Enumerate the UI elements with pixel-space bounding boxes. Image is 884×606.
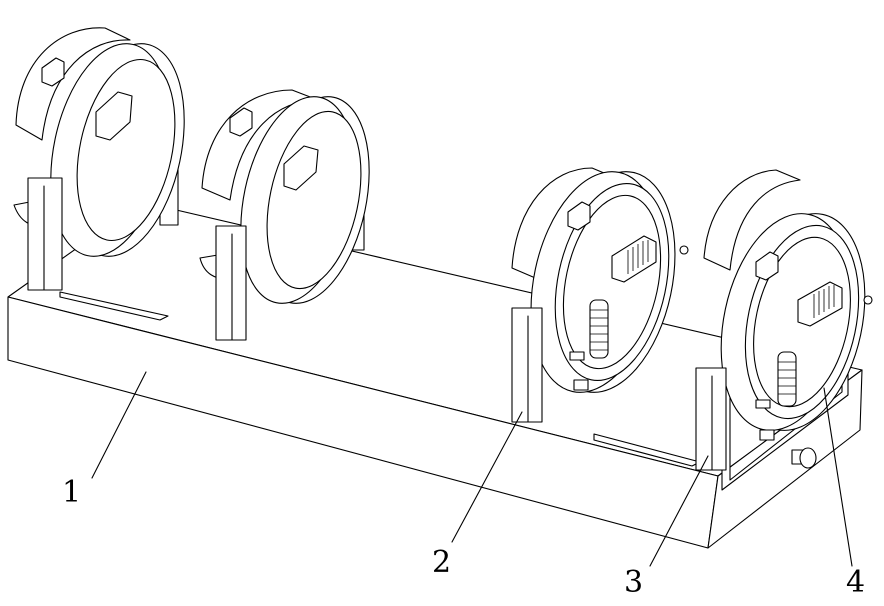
clamp1-ring-inner bbox=[76, 58, 176, 242]
clamp4-brush-block bbox=[797, 281, 843, 327]
clamp-unit-4 bbox=[695, 169, 873, 491]
clamp-unit-2 bbox=[199, 89, 370, 341]
clamp1-front-post bbox=[27, 177, 63, 291]
clamp-unit-3 bbox=[511, 167, 689, 423]
base-slot-left bbox=[59, 291, 169, 321]
clamp4-side-pin bbox=[863, 295, 873, 305]
leader-line-3 bbox=[649, 455, 709, 567]
clamp3-lower-clip bbox=[573, 379, 589, 391]
leader-lines bbox=[91, 371, 853, 567]
clamp3-latch bbox=[569, 351, 585, 361]
clamp4-spring bbox=[777, 351, 797, 407]
clamp2-ring-inner bbox=[266, 110, 362, 290]
clamp3-side-pin bbox=[679, 245, 689, 255]
leader-line-2 bbox=[451, 411, 523, 543]
clamp2-jaw-block bbox=[283, 145, 319, 191]
leader-line-4 bbox=[823, 387, 853, 567]
clamp2-top-tab bbox=[229, 107, 253, 137]
clamp4-latch bbox=[755, 399, 771, 409]
clamp4-rear-shell bbox=[703, 169, 801, 271]
clamp3-brush-block bbox=[611, 235, 657, 283]
clamp3-top-tab bbox=[567, 201, 591, 231]
clamp4-adjust-knob bbox=[791, 447, 817, 469]
callout-labels: 1 2 3 4 bbox=[62, 475, 865, 600]
clamp3-front-post bbox=[511, 307, 543, 423]
leader-line-1 bbox=[91, 371, 147, 479]
clamp4-lower-clip bbox=[759, 429, 775, 441]
clamp4-top-tab bbox=[755, 251, 779, 281]
base-slot-right bbox=[593, 433, 701, 467]
callout-3: 3 bbox=[624, 565, 643, 600]
clamp3-ring-inner bbox=[562, 194, 662, 370]
clamp1-top-tab bbox=[41, 57, 65, 87]
clamp-unit-1 bbox=[13, 27, 185, 291]
clamp1-rear-shell bbox=[15, 27, 131, 141]
clamp4-front-post bbox=[695, 367, 727, 471]
clamp3-spring bbox=[589, 299, 609, 359]
clamp2-front-post bbox=[215, 225, 247, 341]
callout-1: 1 bbox=[62, 475, 81, 510]
callout-4: 4 bbox=[846, 565, 865, 600]
clamp1-jaw-block bbox=[95, 91, 133, 141]
callout-2: 2 bbox=[432, 545, 451, 580]
